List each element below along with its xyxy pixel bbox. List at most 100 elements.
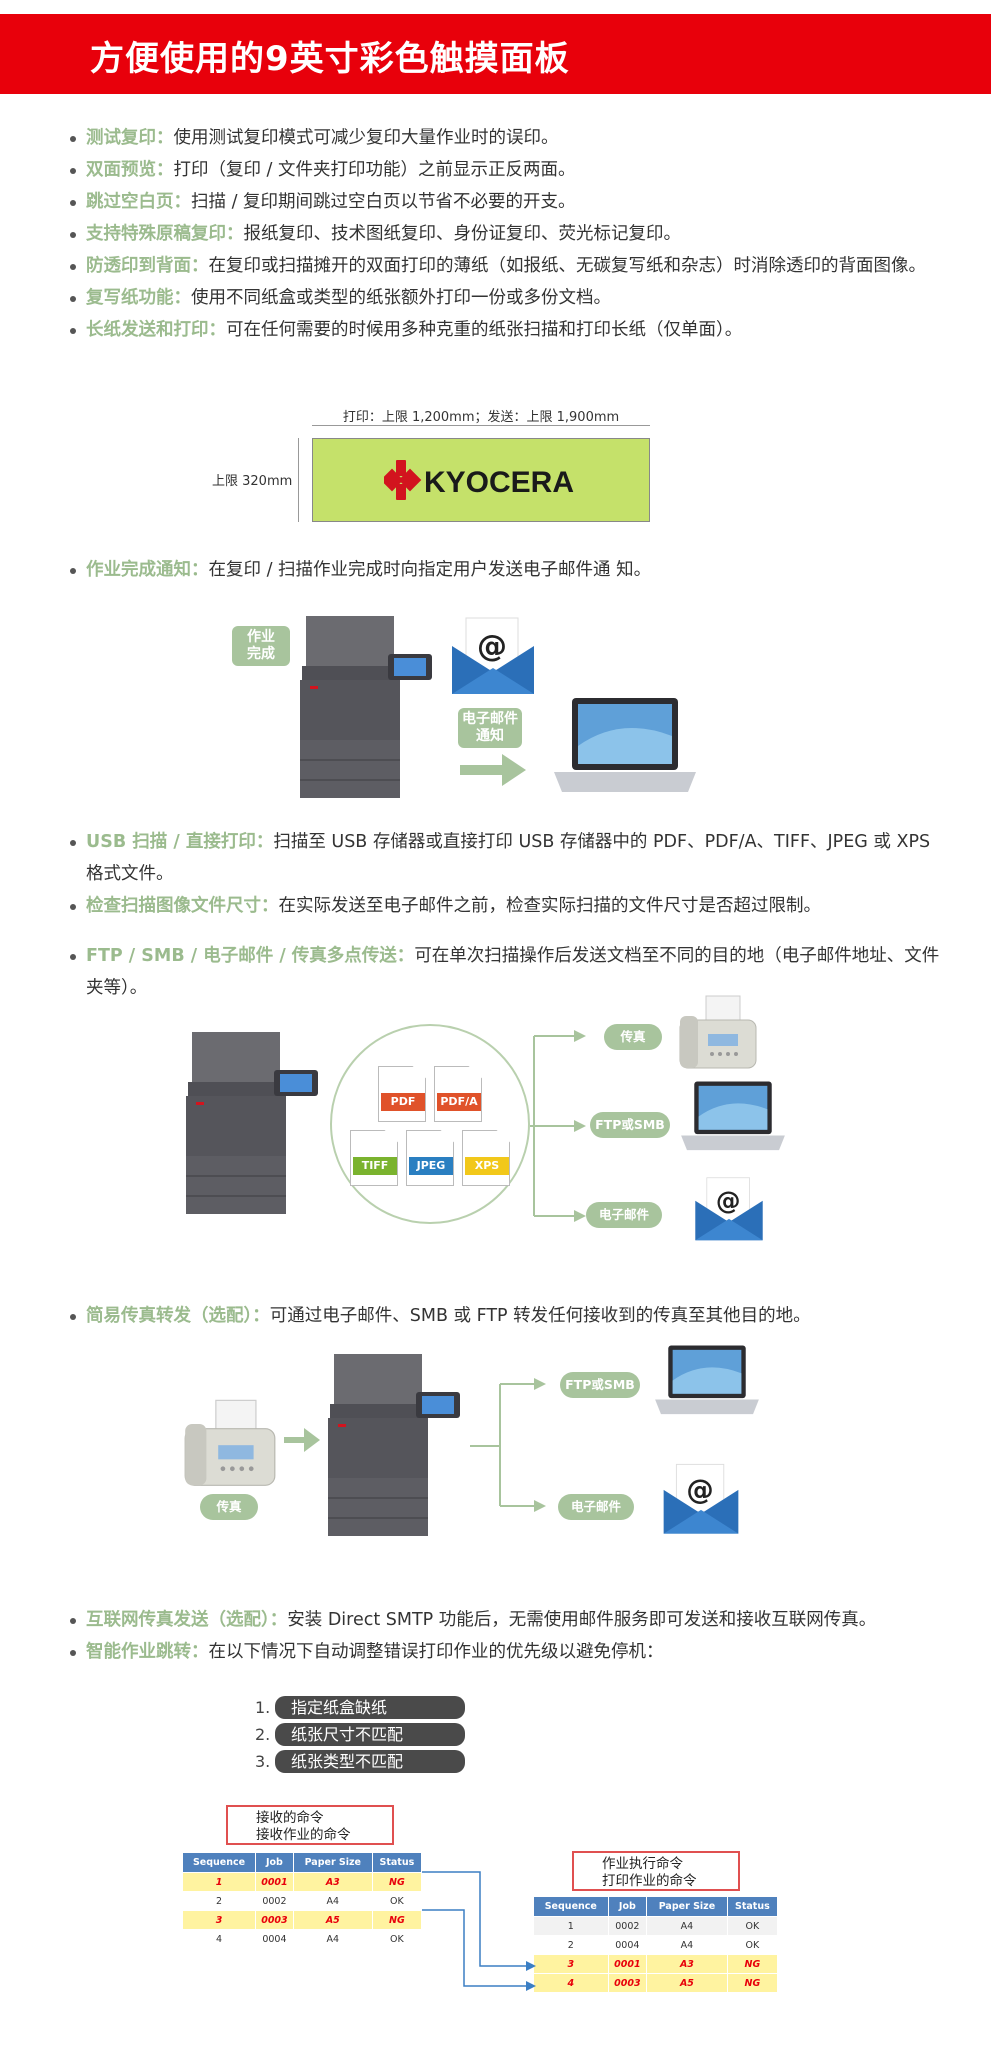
table-cell: 3 [533, 1954, 609, 1974]
table-cell: 0002 [255, 1891, 294, 1911]
file-format-icon: PDF [378, 1066, 426, 1122]
feature-item: 防透印到背面：在复印或扫描摊开的双面打印的薄纸（如报纸、无碳复写纸和杂志）时消除… [70, 250, 950, 282]
feature-desc: 使用测试复印模式可减少复印大量作业时的误印。 [173, 128, 559, 148]
feature-item: 简易传真转发（选配）：可通过电子邮件、SMB 或 FTP 转发任何接收到的传真至… [70, 1300, 950, 1332]
condition-label: 纸张尺寸不匹配 [275, 1723, 465, 1746]
header-banner: 方便使用的9英寸彩色触摸面板 [0, 14, 991, 94]
condition-item: 1.指定纸盒缺纸 [255, 1694, 465, 1721]
feature-item: 智能作业跳转：在以下情况下自动调整错误打印作业的优先级以避免停机： [70, 1636, 950, 1668]
feature-key: USB 扫描 / 直接打印： [86, 832, 274, 852]
column-header: Sequence [533, 1896, 609, 1917]
feature-list-2: 作业完成通知：在复印 / 扫描作业完成时向指定用户发送电子邮件通 知。 [70, 554, 950, 586]
feature-key: 支持特殊原稿复印： [86, 224, 244, 244]
table-cell: 0002 [607, 1916, 648, 1936]
target-ftp-smb-pill: FTP或SMB [560, 1372, 640, 1398]
column-header: Paper Size [292, 1852, 373, 1873]
condition-label: 指定纸盒缺纸 [275, 1696, 465, 1719]
svg-text:@: @ [477, 629, 507, 664]
table-cell: 4 [533, 1973, 609, 1993]
column-header: Status [371, 1852, 423, 1873]
target-fax-pill: 传真 [604, 1024, 662, 1050]
feature-desc: 在复印 / 扫描作业完成时向指定用户发送电子邮件通 知。 [208, 560, 652, 580]
svg-text:@: @ [716, 1186, 741, 1215]
file-format-label: JPEG [409, 1157, 453, 1175]
feature-item: FTP / SMB / 电子邮件 / 传真多点传送：可在单次扫描操作后发送文档至… [70, 940, 950, 1004]
branch-arrows [470, 1378, 546, 1512]
feature-list-4: FTP / SMB / 电子邮件 / 传真多点传送：可在单次扫描操作后发送文档至… [70, 940, 950, 1004]
feature-item: 复写纸功能：使用不同纸盒或类型的纸张额外打印一份或多份文档。 [70, 282, 950, 314]
column-header: Sequence [181, 1852, 257, 1873]
svg-text:KYOCERA: KYOCERA [424, 466, 574, 499]
column-header: Job [607, 1896, 648, 1917]
dimension-line [298, 438, 299, 522]
file-format-icon: PDF/A [434, 1066, 482, 1122]
table-cell: 0003 [607, 1973, 648, 1993]
feature-key: 防透印到背面： [86, 256, 209, 276]
long-paper-left-dimension: 上限 320mm [212, 474, 293, 489]
table-cell: 1 [181, 1872, 257, 1892]
email-notify-tag: 电子邮件 通知 [458, 708, 522, 748]
feature-desc: 在实际发送至电子邮件之前，检查实际扫描的文件尺寸是否超过限制。 [278, 896, 822, 916]
table-cell: 3 [181, 1910, 257, 1930]
branch-arrows [530, 1030, 586, 1222]
feature-desc: 打印（复印 / 文件夹打印功能）之前显示正反两面。 [173, 160, 576, 180]
received-commands-box: 接收的命令 接收作业的命令 [226, 1805, 394, 1845]
printer-image [186, 1032, 318, 1214]
email-envelope-icon: @ [452, 617, 534, 694]
table-cell: A5 [292, 1910, 373, 1930]
file-format-label: PDF [381, 1093, 425, 1111]
table-cell: OK [726, 1916, 779, 1936]
file-format-icon: XPS [462, 1130, 510, 1186]
table-cell: 0001 [255, 1872, 294, 1892]
feature-key: 互联网传真发送（选配）： [86, 1610, 288, 1630]
laptop-image [655, 1345, 759, 1415]
feature-key: 双面预览： [86, 160, 174, 180]
long-paper-top-dimension: 打印：上限 1,200mm；发送：上限 1,900mm [342, 410, 620, 425]
table-cell: 0004 [607, 1935, 648, 1955]
feature-desc: 扫描 / 复印期间跳过空白页以节省不必要的开支。 [191, 192, 576, 212]
dimension-line [312, 425, 650, 426]
feature-item: 互联网传真发送（选配）：安装 Direct SMTP 功能后，无需使用邮件服务即… [70, 1604, 950, 1636]
table-cell: A3 [646, 1954, 728, 1974]
feature-item: 长纸发送和打印：可在任何需要的时候用多种克重的纸张扫描和打印长纸（仅单面）。 [70, 314, 950, 346]
file-format-icon: TIFF [350, 1130, 398, 1186]
page-title: 方便使用的9英寸彩色触摸面板 [90, 39, 570, 79]
feature-key: 检查扫描图像文件尺寸： [86, 896, 279, 916]
table-cell: 1 [533, 1916, 609, 1936]
table-cell: A4 [646, 1935, 728, 1955]
feature-item: USB 扫描 / 直接打印：扫描至 USB 存储器或直接打印 USB 存储器中的… [70, 826, 950, 890]
table-cell: 4 [181, 1929, 257, 1949]
feature-key: 长纸发送和打印： [86, 320, 226, 340]
printer-image [328, 1354, 460, 1536]
printer-image [300, 616, 432, 798]
feature-desc: 扫描至 USB 存储器或直接打印 USB 存储器中的 PDF、PDF/A、TIF… [86, 832, 931, 884]
table-cell: 0004 [255, 1929, 294, 1949]
kyocera-logo: KYOCERA [384, 460, 574, 500]
column-header: Job [255, 1852, 294, 1873]
feature-key: 跳过空白页： [86, 192, 191, 212]
file-format-label: TIFF [353, 1157, 397, 1175]
feature-key: 复写纸功能： [86, 288, 191, 308]
table-cell: OK [371, 1891, 423, 1911]
reorder-arrows [422, 1871, 536, 1991]
fax-label-pill: 传真 [200, 1494, 258, 1520]
feature-key: 测试复印： [86, 128, 174, 148]
feature-list-5: 简易传真转发（选配）：可通过电子邮件、SMB 或 FTP 转发任何接收到的传真至… [70, 1300, 950, 1332]
feature-desc: 可通过电子邮件、SMB 或 FTP 转发任何接收到的传真至其他目的地。 [269, 1306, 811, 1326]
feature-desc: 可在任何需要的时候用多种克重的纸张扫描和打印长纸（仅单面）。 [226, 320, 743, 340]
executed-commands-box: 作业执行命令 打印作业的命令 [572, 1851, 740, 1891]
condition-number: 2. [255, 1725, 271, 1744]
table-cell: NG [726, 1954, 779, 1974]
table-cell: NG [371, 1910, 423, 1930]
condition-number: 1. [255, 1698, 271, 1717]
format-circle [330, 1024, 530, 1224]
